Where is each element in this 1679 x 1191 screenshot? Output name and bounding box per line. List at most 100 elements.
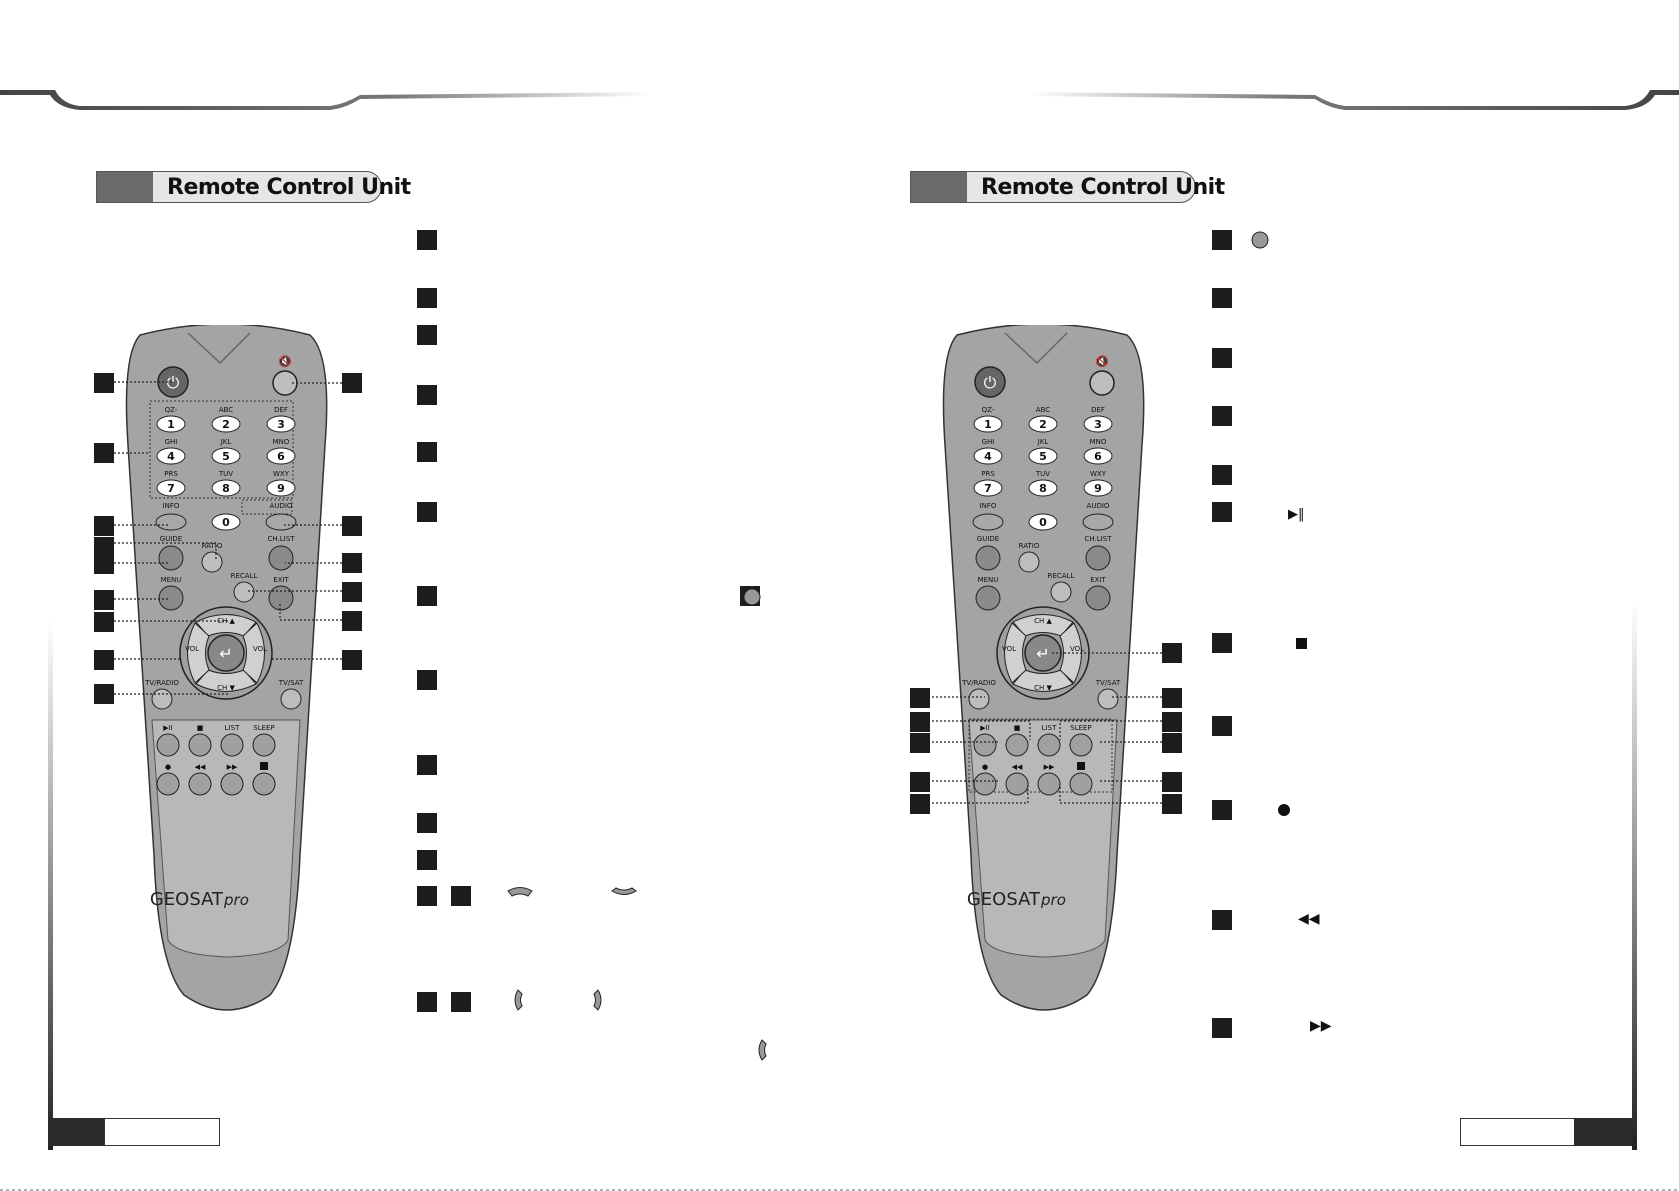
sleep-button[interactable] <box>1069 733 1093 757</box>
tvradio-button[interactable] <box>968 688 990 710</box>
tvsat-label: TV/SAT <box>1095 679 1121 687</box>
guide-button[interactable] <box>975 545 1001 571</box>
vol-right-button[interactable] <box>242 622 265 684</box>
vol-right-button[interactable] <box>1059 622 1082 684</box>
digit-button-0[interactable] <box>1028 513 1058 531</box>
digit-label: 1 <box>984 418 992 431</box>
item-marker <box>417 586 437 606</box>
digit-button-4[interactable] <box>156 447 186 465</box>
ch-up-icon <box>507 887 533 897</box>
digit-button-9[interactable] <box>1083 479 1113 497</box>
rec-button[interactable] <box>973 772 997 796</box>
callout-marker <box>342 582 362 602</box>
callout-marker <box>1162 643 1182 663</box>
mute-button[interactable] <box>1089 370 1115 396</box>
item-marker <box>417 886 437 906</box>
digit-button-4[interactable] <box>973 447 1003 465</box>
exit-button[interactable] <box>268 585 294 611</box>
chlist-button[interactable] <box>1085 545 1111 571</box>
recall-button[interactable] <box>1050 581 1072 603</box>
item-marker <box>417 755 437 775</box>
info-button[interactable] <box>972 513 1004 531</box>
list-button[interactable] <box>220 733 244 757</box>
callout-marker <box>910 712 930 732</box>
guide-button[interactable] <box>158 545 184 571</box>
audio-button[interactable] <box>265 513 297 531</box>
digit-button-7[interactable] <box>156 479 186 497</box>
digit-button-0[interactable] <box>211 513 241 531</box>
item-marker <box>1212 288 1232 308</box>
callout-marker <box>1162 712 1182 732</box>
timer-button[interactable] <box>252 772 276 796</box>
list-button[interactable] <box>1037 733 1061 757</box>
digit-label: 3 <box>1094 418 1102 431</box>
vol-left-button[interactable] <box>187 622 210 684</box>
timer-button[interactable] <box>1069 772 1093 796</box>
remote-brand: GEOSAT <box>967 889 1041 910</box>
callout-marker <box>1162 772 1182 792</box>
key-letters: JKL <box>220 438 232 446</box>
stop-button[interactable] <box>188 733 212 757</box>
play-button[interactable] <box>973 733 997 757</box>
digit-button-9[interactable] <box>266 479 296 497</box>
sleep-label: SLEEP <box>253 724 274 732</box>
play-label: ▶II <box>163 724 173 732</box>
play-button[interactable] <box>156 733 180 757</box>
remote-brand-suffix: pro <box>1040 891 1066 909</box>
tvsat-button[interactable] <box>280 688 302 710</box>
key-letters: JKL <box>1037 438 1049 446</box>
info-button[interactable] <box>155 513 187 531</box>
rewind-icon: ◀◀ <box>1298 911 1320 927</box>
digit-button-2[interactable] <box>211 415 241 433</box>
digit-button-7[interactable] <box>973 479 1003 497</box>
rew-button[interactable] <box>1005 772 1029 796</box>
rew-button[interactable] <box>188 772 212 796</box>
ratio-button[interactable] <box>1018 551 1040 573</box>
digit-button-6[interactable] <box>1083 447 1113 465</box>
tvsat-button[interactable] <box>1097 688 1119 710</box>
digit-button-6[interactable] <box>266 447 296 465</box>
stop-label: ■ <box>197 724 204 732</box>
enter-icon: ↵ <box>219 644 232 663</box>
footer-box <box>1460 1118 1576 1146</box>
tvradio-label: TV/RADIO <box>961 679 996 687</box>
item-marker <box>417 670 437 690</box>
recall-button[interactable] <box>233 581 255 603</box>
vol-left-label: VOL <box>185 645 199 653</box>
digit-button-5[interactable] <box>1028 447 1058 465</box>
menu-button[interactable] <box>975 585 1001 611</box>
exit-button[interactable] <box>1085 585 1111 611</box>
digit-button-3[interactable] <box>266 415 296 433</box>
info-label: INFO <box>980 502 997 510</box>
sleep-label: SLEEP <box>1070 724 1091 732</box>
item-marker <box>1212 1018 1232 1038</box>
menu-button[interactable] <box>158 585 184 611</box>
audio-button[interactable] <box>1082 513 1114 531</box>
digit-button-2[interactable] <box>1028 415 1058 433</box>
chlist-button[interactable] <box>268 545 294 571</box>
power-button[interactable] <box>974 366 1006 398</box>
sleep-button[interactable] <box>252 733 276 757</box>
key-letters: WXY <box>1090 470 1107 478</box>
vol-right-label: VOL <box>253 645 267 653</box>
ff-button[interactable] <box>220 772 244 796</box>
rec-button[interactable] <box>156 772 180 796</box>
ratio-button[interactable] <box>201 551 223 573</box>
menu-label: MENU <box>161 576 182 584</box>
digit-button-8[interactable] <box>1028 479 1058 497</box>
digit-button-1[interactable] <box>973 415 1003 433</box>
timer-icon <box>1077 762 1085 770</box>
callout-marker <box>94 373 114 393</box>
digit-button-1[interactable] <box>156 415 186 433</box>
vol-left-button[interactable] <box>1004 622 1027 684</box>
digit-button-5[interactable] <box>211 447 241 465</box>
stop-button[interactable] <box>1005 733 1029 757</box>
digit-button-8[interactable] <box>211 479 241 497</box>
item-marker <box>417 385 437 405</box>
play-pause-icon: ▶‖ <box>1288 507 1305 522</box>
key-letters: QZ- <box>165 406 178 414</box>
callout-marker <box>342 553 362 573</box>
ok-button[interactable] <box>207 634 245 672</box>
digit-button-3[interactable] <box>1083 415 1113 433</box>
